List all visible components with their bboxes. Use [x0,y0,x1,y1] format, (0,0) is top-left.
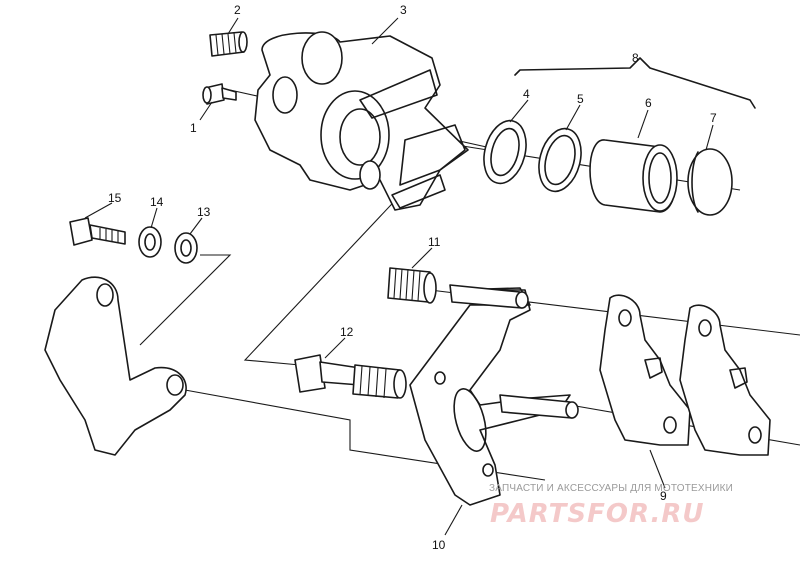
fork-leg-mount [44,276,187,456]
part-14-lock-washer [138,226,162,258]
part-6-piston [589,139,678,213]
part-13-washer [174,232,198,264]
part-3-caliper-body [254,31,469,211]
watermark-brand: PARTSFOR.RU [490,499,704,529]
callout-15: 15 [108,191,122,205]
part-4-seal [483,119,527,185]
part-11-spring-pin [387,267,437,304]
watermark: ЗАПЧАСТИ И АКСЕССУАРЫ ДЛЯ МОТОТЕХНИКИ PA… [489,483,733,529]
part-7-cap [687,148,733,216]
callout-7: 7 [710,111,717,125]
callout-2: 2 [234,3,241,17]
leader-lines [84,17,714,536]
callout-11: 11 [428,235,441,249]
callout-9: 9 [660,489,667,503]
callout-5: 5 [577,92,584,106]
callout-6: 6 [645,96,652,110]
part-1-bleeder-screw [202,83,237,105]
part-5-dust-boot [538,127,582,193]
callout-13: 13 [197,205,211,219]
part-15-mounting-bolt [69,217,126,246]
callout-8: 8 [632,51,639,65]
callout-12: 12 [340,325,354,339]
callout-14: 14 [150,195,164,209]
part-9-brake-pad-inner [599,294,691,446]
callout-10: 10 [432,538,446,552]
callout-labels: 2 3 8 4 5 6 7 1 15 14 13 11 12 9 10 [108,3,717,552]
part-12-slide-pin [294,354,407,399]
part-10-caliper-bracket [409,284,579,506]
part-2-bolt [209,31,248,57]
watermark-tagline: ЗАПЧАСТИ И АКСЕССУАРЫ ДЛЯ МОТОТЕХНИКИ [489,483,733,494]
part-8-group-bracket [514,57,756,109]
part-9-brake-pad-outer [679,304,771,456]
callout-1: 1 [190,121,197,135]
callout-3: 3 [400,3,407,17]
callout-4: 4 [523,87,530,101]
